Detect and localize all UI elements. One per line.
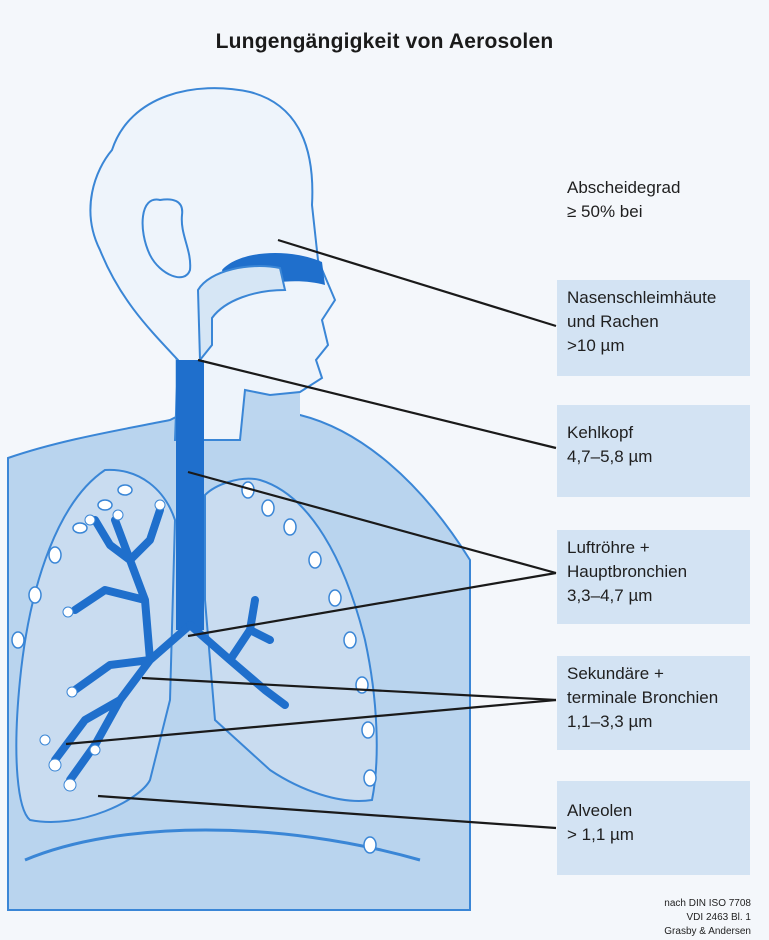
source-line-2: VDI 2463 Bl. 1 (664, 911, 751, 925)
label-line: Kehlkopf (567, 421, 750, 445)
label-box-alveoli: Alveolen > 1,1 µm (557, 781, 750, 875)
label-line: 1,1–3,3 µm (567, 710, 750, 734)
label-line: terminale Bronchien (567, 686, 750, 710)
label-line: Sekundäre + (567, 662, 750, 686)
source-line-1: nach DIN ISO 7708 (664, 897, 751, 911)
label-line: Luftröhre + (567, 536, 750, 560)
label-line: >10 µm (567, 334, 750, 358)
label-line: und Rachen (567, 310, 750, 334)
trachea (176, 360, 204, 630)
label-line: Alveolen (567, 799, 750, 823)
source-line-3: Grasby & Andersen (664, 925, 751, 939)
header-line-1: Abscheidegrad (567, 176, 680, 200)
source-note: nach DIN ISO 7708 VDI 2463 Bl. 1 Grasby … (664, 897, 751, 939)
header-line-2: ≥ 50% bei (567, 200, 680, 224)
label-line: Hauptbronchien (567, 560, 750, 584)
label-box-nose: Nasenschleimhäute und Rachen >10 µm (557, 280, 750, 376)
page-title: Lungengängigkeit von Aerosolen (0, 30, 769, 54)
label-box-trachea: Luftröhre + Hauptbronchien 3,3–4,7 µm (557, 530, 750, 624)
deposition-header: Abscheidegrad ≥ 50% bei (567, 176, 680, 224)
label-box-larynx: Kehlkopf 4,7–5,8 µm (557, 405, 750, 497)
label-line: 4,7–5,8 µm (567, 445, 750, 469)
label-box-bronchi: Sekundäre + terminale Bronchien 1,1–3,3 … (557, 656, 750, 750)
label-line: 3,3–4,7 µm (567, 584, 750, 608)
label-line: Nasenschleimhäute (567, 286, 750, 310)
label-line: > 1,1 µm (567, 823, 750, 847)
